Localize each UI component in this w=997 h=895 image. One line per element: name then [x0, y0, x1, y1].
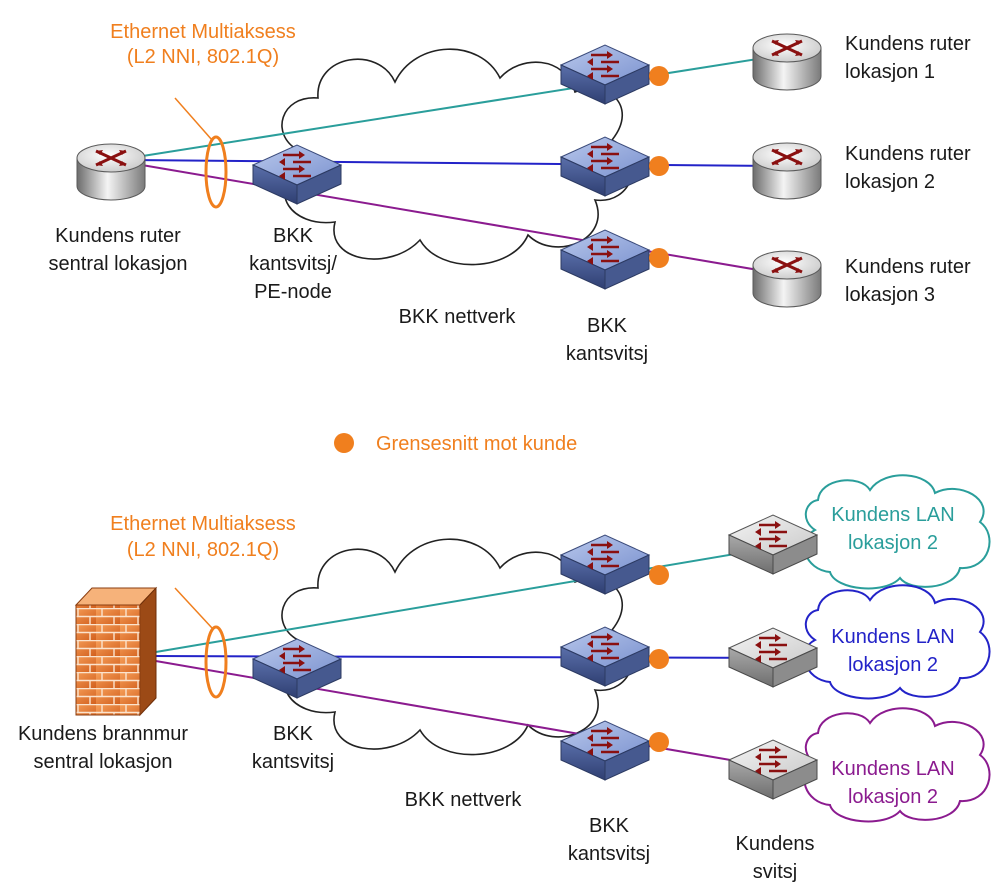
- interface-dot: [649, 66, 669, 86]
- edge-node-label-1: BKK: [273, 225, 314, 247]
- central-label-1: Kundens brannmur: [18, 723, 188, 745]
- multiaccess-ring: [204, 625, 228, 699]
- edge-node-label-2: kantsvitsj: [252, 751, 334, 773]
- central-label-2: sentral lokasjon: [49, 253, 188, 275]
- router-icon: [76, 143, 146, 201]
- site-1-label-2: lokasjon 1: [845, 61, 935, 83]
- legend-dot: [334, 433, 354, 453]
- multiaccess-label-2: (L2 NNI, 802.1Q): [127, 46, 279, 68]
- switch-icon: [727, 514, 819, 575]
- interface-dot: [649, 732, 669, 752]
- multiaccess-label-2: (L2 NNI, 802.1Q): [127, 539, 279, 561]
- interface-dot: [649, 156, 669, 176]
- site-2-label-2: lokasjon 2: [845, 171, 935, 193]
- lan-3-label-1: Kundens LAN: [831, 758, 954, 780]
- central-label-1: Kundens ruter: [55, 225, 181, 247]
- site-2-label-1: Kundens ruter: [845, 143, 971, 165]
- customer-switch-label-2: svitsj: [753, 861, 797, 883]
- callout-leader: [174, 97, 213, 141]
- link-lan-2: [149, 655, 801, 659]
- switch-icon: [251, 638, 343, 699]
- lan-1-label-1: Kundens LAN: [831, 504, 954, 526]
- multiaccess-label-1: Ethernet Multiaksess: [110, 21, 296, 43]
- router-icon: [752, 142, 822, 200]
- switch-icon: [727, 627, 819, 688]
- switch-icon: [559, 720, 651, 781]
- customer-switch-label-1: Kundens: [736, 833, 815, 855]
- switch-icon: [727, 739, 819, 800]
- network-label: BKK nettverk: [399, 306, 517, 328]
- switch-icon: [251, 144, 343, 205]
- edge-node-label-2: kantsvitsj/: [249, 253, 337, 275]
- lan-cloud: [803, 707, 991, 823]
- switch-icon: [559, 626, 651, 687]
- lan-3-label-2: lokasjon 2: [848, 786, 938, 808]
- legend-label: Grensesnitt mot kunde: [376, 433, 577, 455]
- switch-icon: [559, 136, 651, 197]
- lan-1-label-2: lokasjon 2: [848, 532, 938, 554]
- central-label-2: sentral lokasjon: [34, 751, 173, 773]
- site-1-label-1: Kundens ruter: [845, 33, 971, 55]
- router-icon: [752, 250, 822, 308]
- switch-icon: [559, 229, 651, 290]
- edge-node-label-1: BKK: [273, 723, 314, 745]
- site-3-label-2: lokasjon 3: [845, 284, 935, 306]
- edge-switch-label-2: kantsvitsj: [568, 843, 650, 865]
- edge-switch-label-1: BKK: [589, 815, 630, 837]
- edge-switch-label-2: kantsvitsj: [566, 343, 648, 365]
- multiaccess-label-1: Ethernet Multiaksess: [110, 513, 296, 535]
- interface-dot: [649, 248, 669, 268]
- site-3-label-1: Kundens ruter: [845, 256, 971, 278]
- edge-node-label-3: PE-node: [254, 281, 332, 303]
- multiaccess-ring: [204, 135, 228, 209]
- lan-2-label-1: Kundens LAN: [831, 626, 954, 648]
- lan-2-label-2: lokasjon 2: [848, 654, 938, 676]
- router-icon: [752, 33, 822, 91]
- network-label: BKK nettverk: [405, 789, 523, 811]
- interface-dot: [649, 565, 669, 585]
- firewall-icon: [74, 586, 158, 717]
- interface-dot: [649, 649, 669, 669]
- switch-icon: [559, 44, 651, 105]
- switch-icon: [559, 534, 651, 595]
- callout-leader: [174, 587, 213, 629]
- link-lan-1: [149, 542, 801, 654]
- edge-switch-label-1: BKK: [587, 315, 628, 337]
